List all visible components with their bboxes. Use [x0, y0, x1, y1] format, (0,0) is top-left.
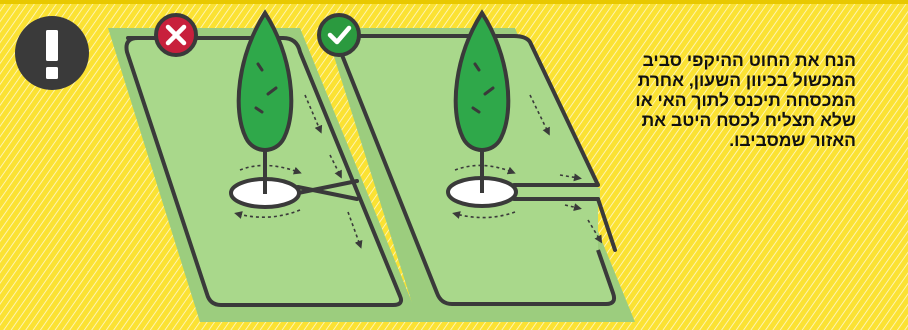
instruction-text: הנח את החוט ההיקפי סביב המכשול בכיוון הש… — [598, 50, 856, 150]
top-stripe — [0, 0, 908, 4]
warning-badge — [15, 16, 89, 90]
correct-badge — [319, 15, 359, 55]
incorrect-badge — [156, 15, 196, 55]
exclamation-icon — [46, 30, 58, 79]
wire-gap — [508, 188, 600, 198]
